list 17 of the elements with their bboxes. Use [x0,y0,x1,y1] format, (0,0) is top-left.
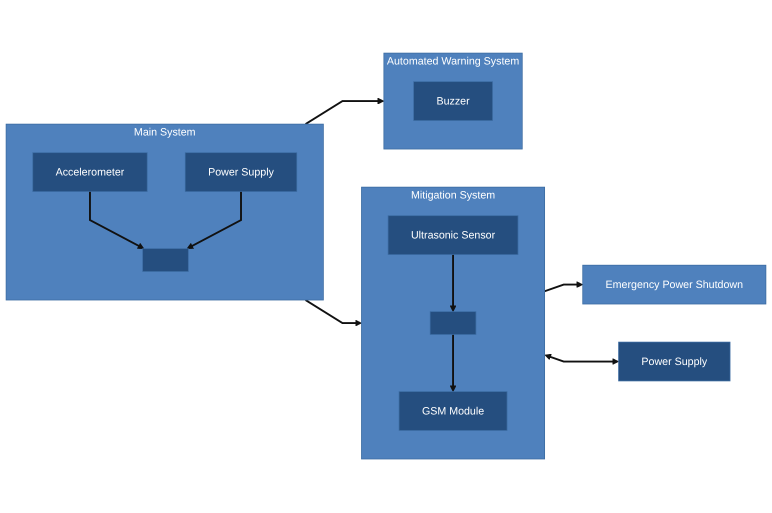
arrow [544,282,584,293]
arrow [450,254,456,312]
arrow [89,192,144,250]
node-box: Power Supply [618,342,730,382]
node-box: Emergency Power Shutdown [582,265,766,305]
arrow [305,98,384,126]
node-box [142,248,189,272]
node-box: Accelerometer [32,152,148,192]
arrow [186,192,242,250]
arrow [544,354,619,366]
node-box [430,312,476,336]
node-box: Ultrasonic Sensor [388,216,518,256]
node-box: Buzzer [413,82,493,122]
node-box: Power Supply [184,152,298,192]
arrow [450,334,456,392]
arrow [305,300,362,327]
node-box: GSM Module [398,392,508,432]
